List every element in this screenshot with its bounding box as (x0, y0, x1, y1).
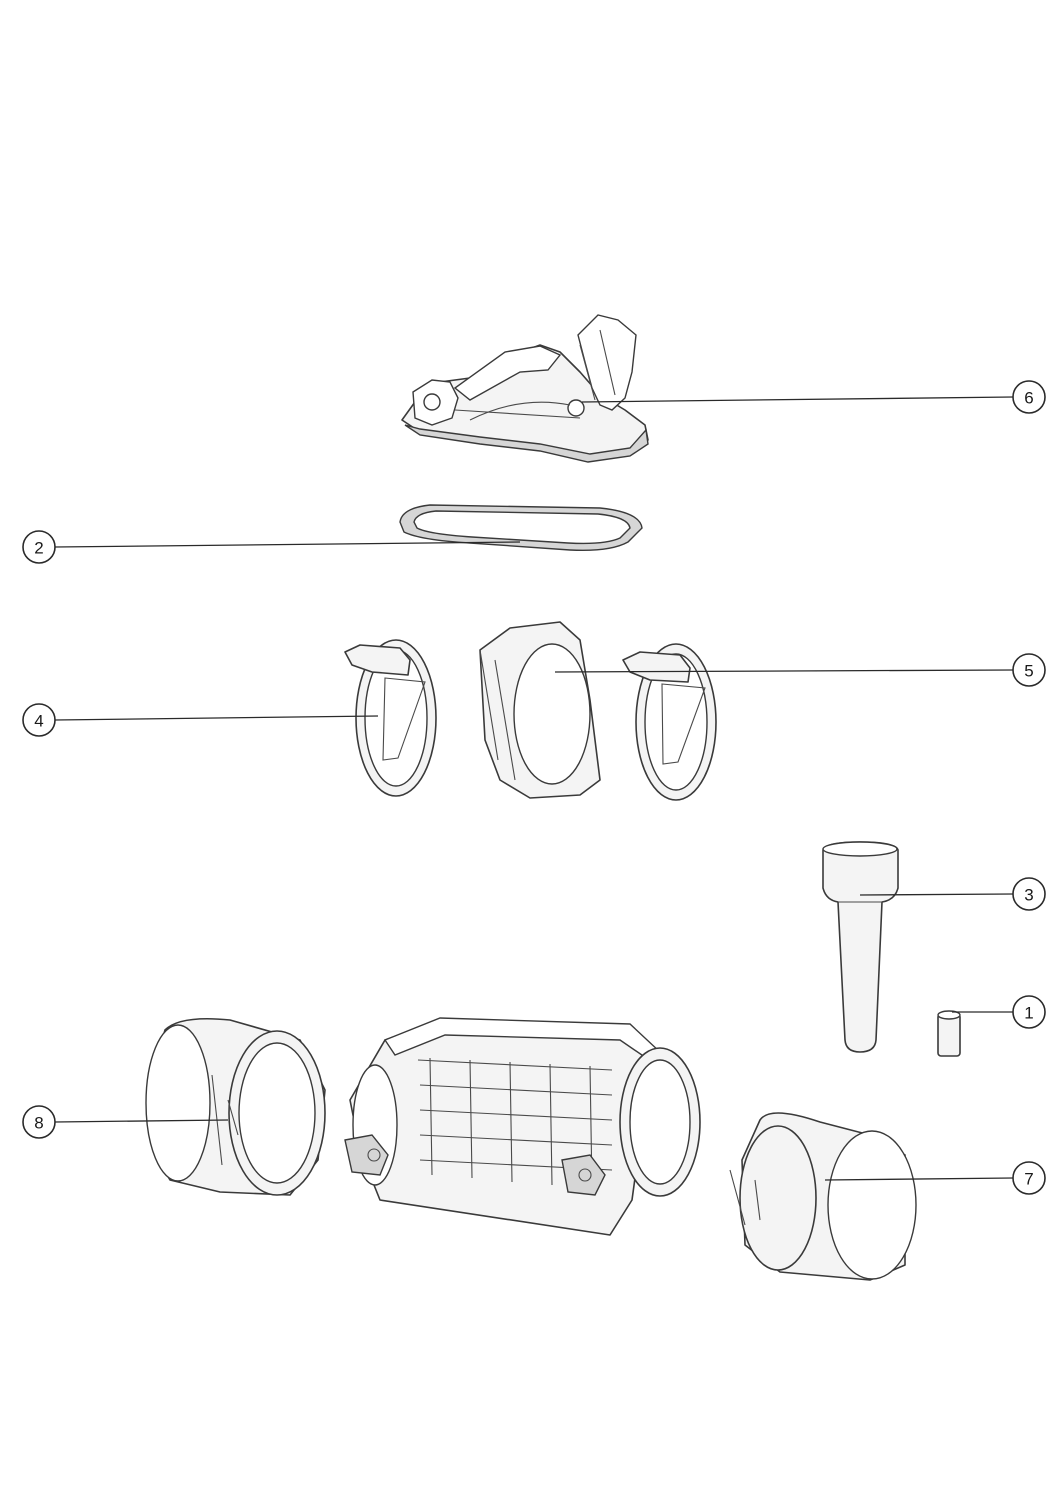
callout-label-4: 4 (34, 712, 43, 731)
callout-label-8: 8 (34, 1114, 43, 1133)
callout-1: 1 (1012, 995, 1046, 1029)
leader-line-5 (554, 669, 1014, 673)
part-4-flap-valve-left (344, 639, 437, 797)
callout-label-6: 6 (1024, 389, 1033, 408)
main-valve-body (344, 1017, 701, 1236)
callout-2: 2 (22, 530, 56, 564)
part-3-tool (822, 841, 899, 1053)
leader-line-7 (824, 1177, 1014, 1181)
callout-label-1: 1 (1024, 1004, 1033, 1023)
callout-label-5: 5 (1024, 662, 1033, 681)
part-2-gasket (399, 504, 643, 552)
leader-lines (54, 396, 1014, 1181)
part-8-pipe-adapter-left (145, 1017, 326, 1196)
callout-label-3: 3 (1024, 886, 1033, 905)
leader-line-2 (54, 541, 521, 548)
part-6-cover-assembly (401, 314, 649, 463)
part-5-valve-housing (479, 621, 601, 799)
callout-5: 5 (1012, 653, 1046, 687)
callout-6: 6 (1012, 380, 1046, 414)
part-4-flap-valve-right (622, 643, 717, 801)
callout-7: 7 (1012, 1161, 1046, 1195)
callout-3: 3 (1012, 877, 1046, 911)
callout-8: 8 (22, 1105, 56, 1139)
part-1-small-cylinder (937, 1010, 961, 1057)
leader-line-4 (54, 715, 379, 721)
leader-line-8 (54, 1119, 229, 1123)
part-7-pipe-adapter-right (729, 1112, 917, 1281)
callout-label-7: 7 (1024, 1170, 1033, 1189)
leader-line-6 (581, 396, 1014, 403)
callout-label-2: 2 (34, 539, 43, 558)
callout-4: 4 (22, 703, 56, 737)
leader-line-3 (859, 893, 1014, 896)
